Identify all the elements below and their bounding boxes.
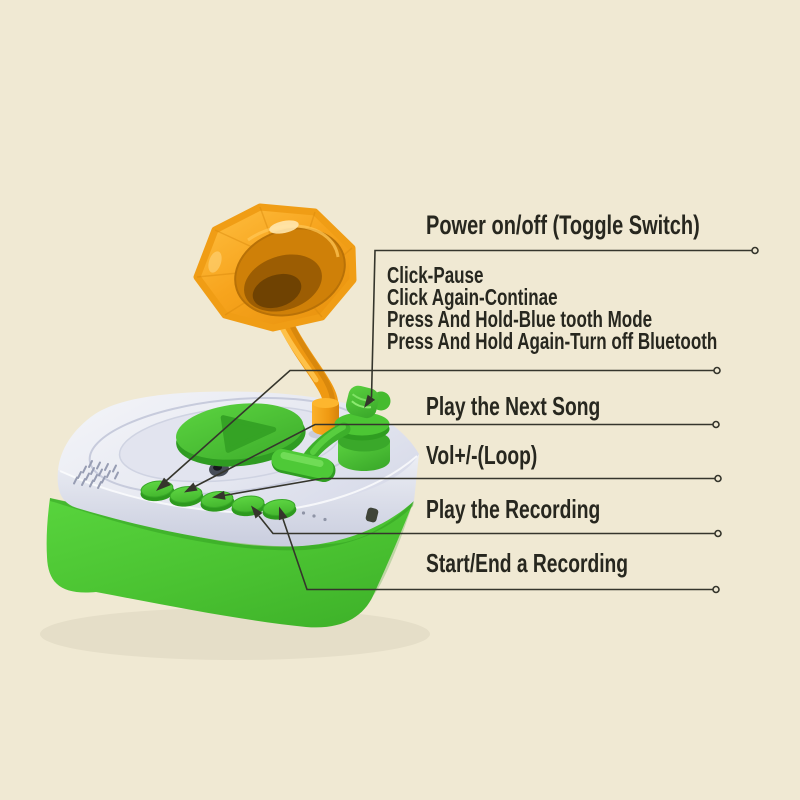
callout-label-power: Power on/off (Toggle Switch) [426,210,700,240]
turntable-disc [176,403,306,467]
arrow-next-song [184,482,198,493]
callout-line-play-recording [258,515,718,535]
horn-bell [193,203,357,332]
end-circle-play-pause [713,366,721,375]
callout-label-record: Start/End a Recording [426,548,629,578]
callout-line-power [370,249,755,398]
end-circle-volume [714,474,722,483]
play-triangle-icon [220,415,277,453]
end-circle-power [751,246,759,255]
callout-label-play-recording: Play the Recording [426,494,601,524]
arrow-volume [212,490,226,500]
callout-label-play-pause-line3: Press And Hold-Blue tooth Mode [387,306,653,332]
arrow-play-pause [156,477,171,491]
callout-label-play-pause-line1: Click-Pause [387,262,484,288]
callout-label-play-pause-line4: Press And Hold Again-Turn off Bluetooth [387,328,718,354]
mic-dots [301,511,327,522]
callout-line-play-pause [165,369,717,482]
callout-label-play-pause-line2: Click Again-Continae [387,284,558,310]
callout-line-next-song [194,423,716,488]
end-circle-record [712,585,720,594]
speaker-grille [73,460,119,489]
callout-line-volume [223,477,718,497]
callout-label-play-pause-functions: Click-Pause Click Again-Continae Press A… [387,262,718,354]
end-circle-play-recording [714,529,722,538]
callout-label-next-song: Play the Next Song [426,391,601,421]
crank-handle [271,412,390,482]
button-volume-loop [200,491,235,512]
arrow-record [278,506,288,521]
power-toggle-switch [345,385,391,419]
arrow-power [364,394,376,408]
arrow-play-recording [251,505,263,519]
callout-lines [156,246,759,594]
callout-arrowheads [156,394,376,521]
callout-end-circles [712,246,759,594]
callout-line-record [282,518,716,591]
side-port [365,507,379,523]
callout-label-volume: Vol+/-(Loop) [426,440,538,470]
end-circle-next-song [712,420,720,429]
